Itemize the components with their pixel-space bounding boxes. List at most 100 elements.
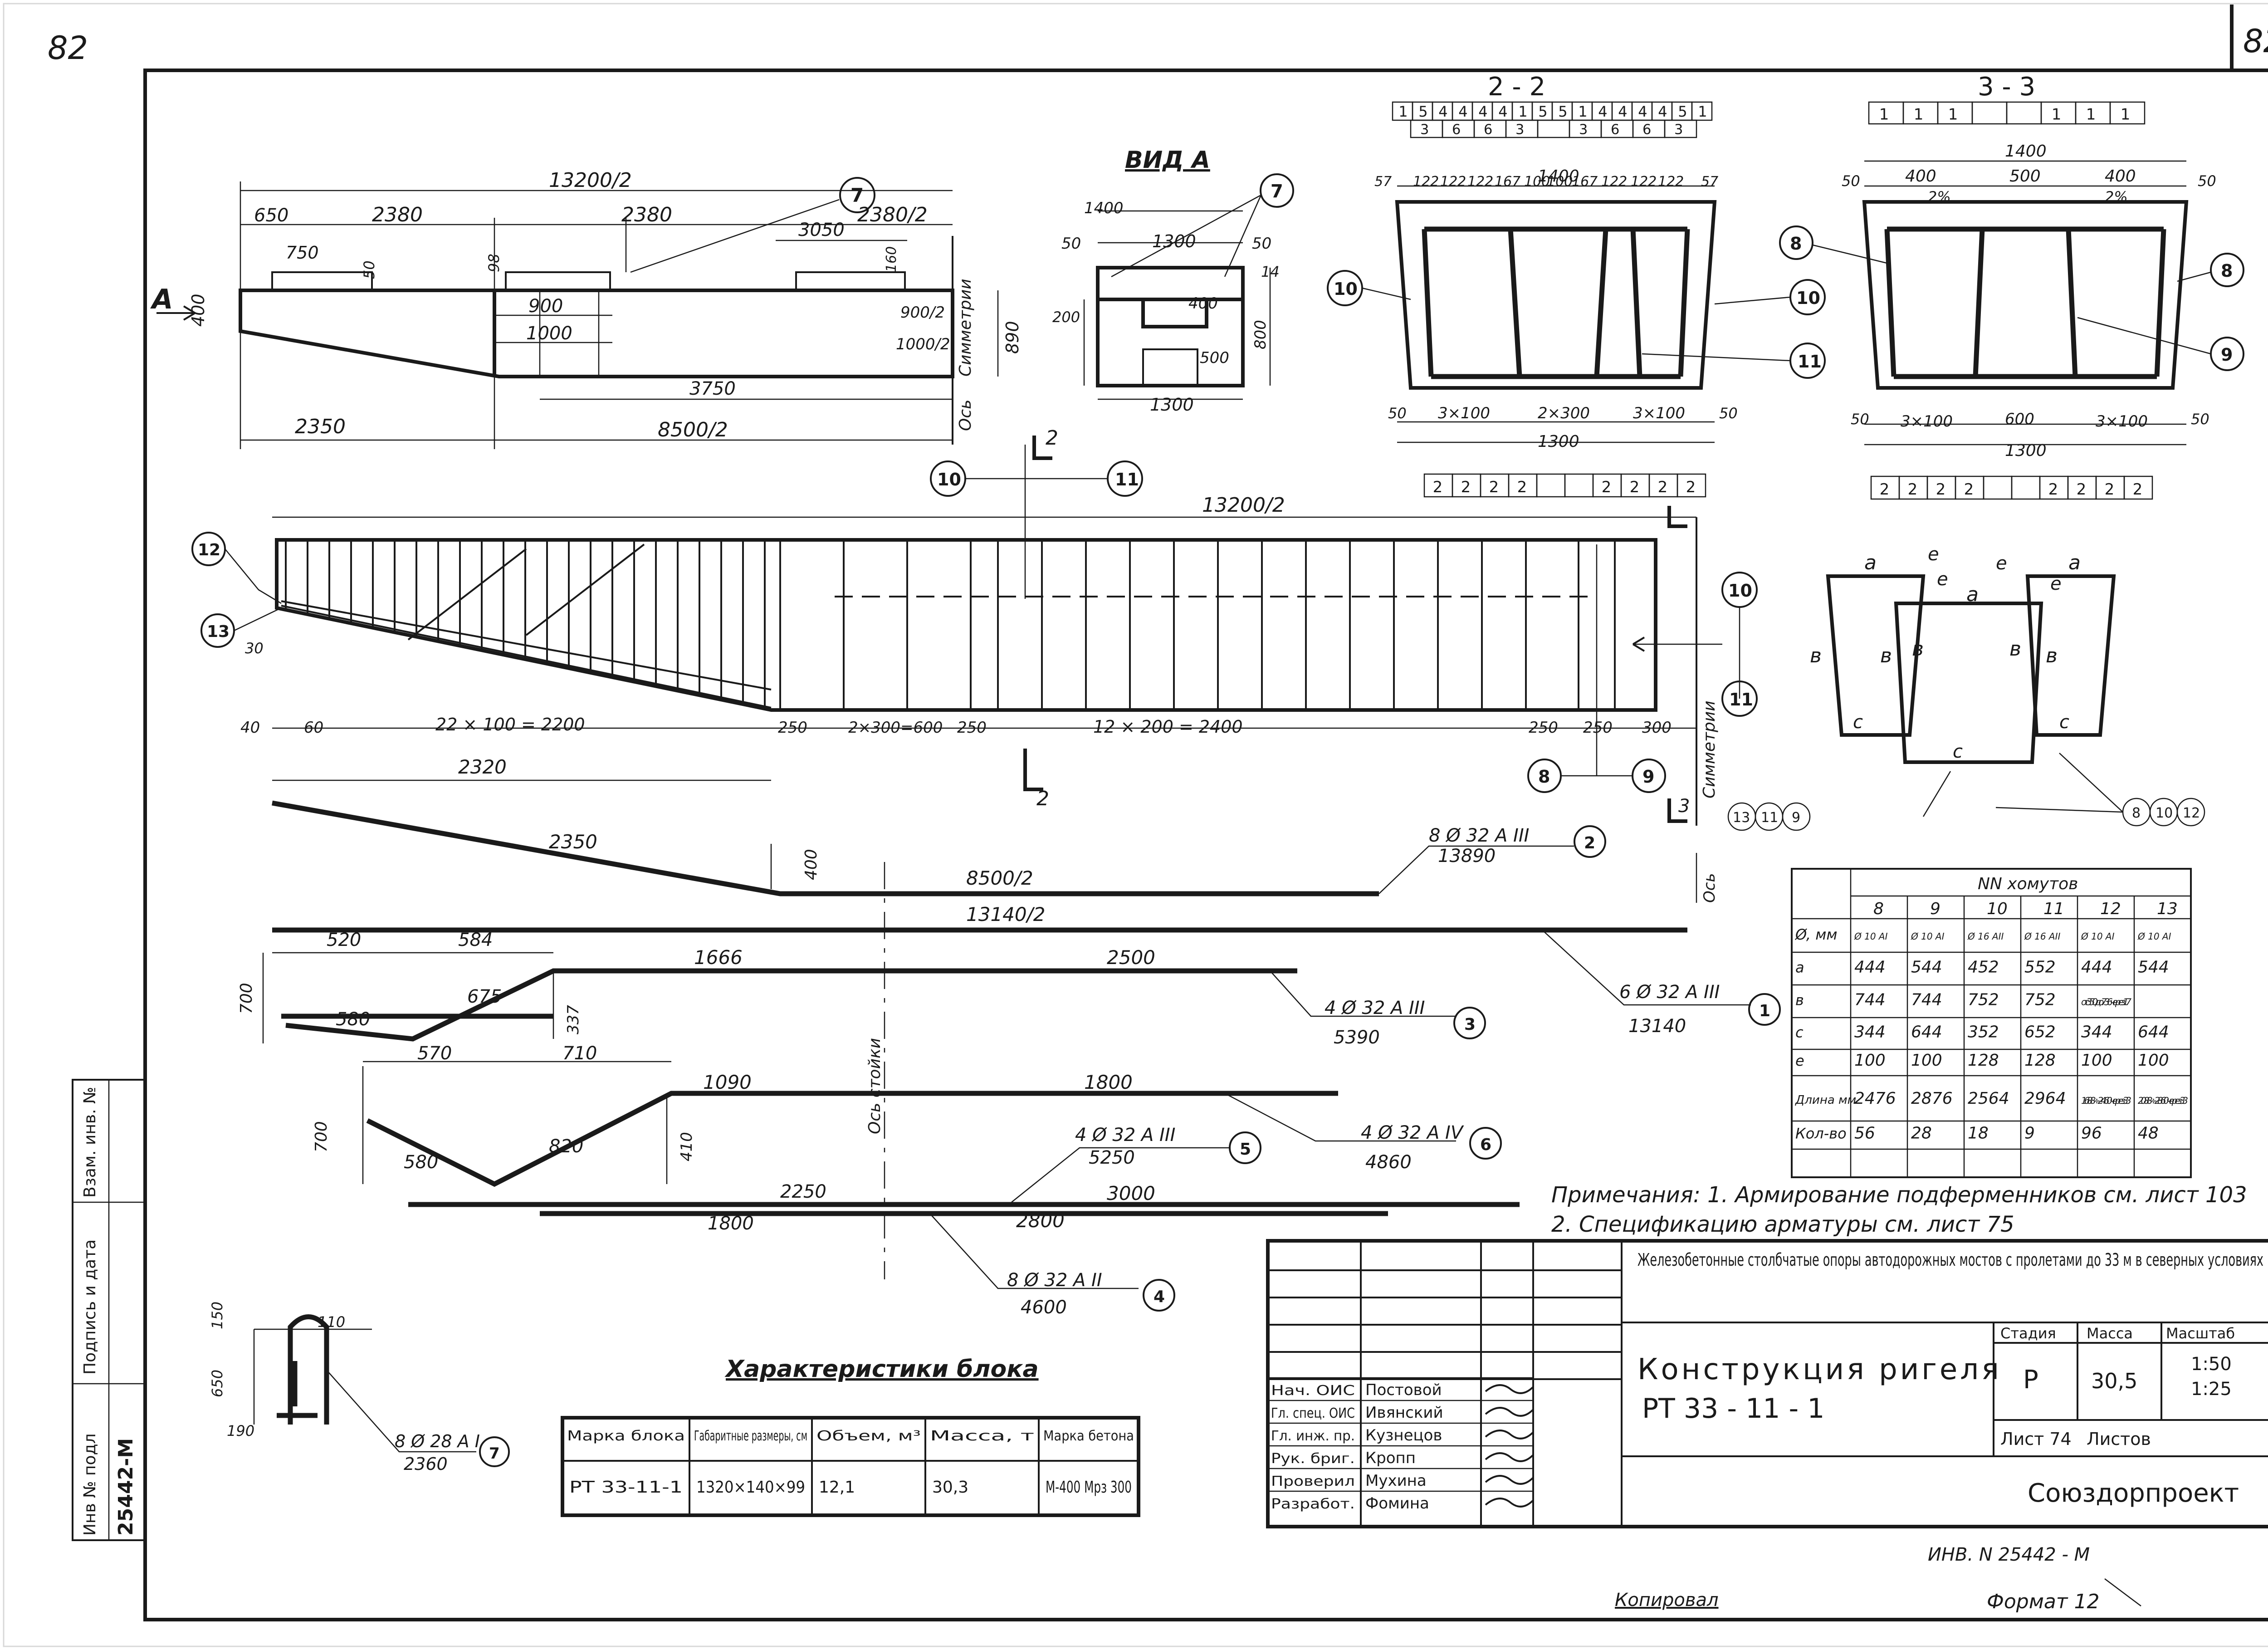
stirrup-num-13: 13 xyxy=(1733,810,1750,826)
stirrup-table-header: 11 xyxy=(2043,900,2064,918)
bar3-337: 337 xyxy=(564,1005,582,1034)
stirrup-table-cell: 2876 xyxy=(1911,1089,1953,1108)
cage-stirrups xyxy=(285,540,1616,710)
s22-dim-100a: 100 xyxy=(1524,174,1550,190)
view-a-dim-1300b: 1300 xyxy=(1150,395,1194,415)
bar6-spec: 4 Ø 32 А IV xyxy=(1361,1122,1464,1143)
elev-symmetry-label: Симметрии xyxy=(956,279,975,377)
bar7-110: 110 xyxy=(318,1313,345,1331)
section-22-dims xyxy=(1397,185,1715,443)
block-table-header: Объем, м³ xyxy=(816,1428,921,1444)
block-table-header: Габаритные размеры, см xyxy=(694,1428,807,1444)
stirrup-table-row-label: Ø, мм xyxy=(1794,926,1838,943)
bar5-num: 5 xyxy=(1240,1140,1251,1159)
s22-bottom-value: 2 xyxy=(1686,478,1696,496)
s33-dim-50a: 50 xyxy=(1842,172,1860,190)
s33-callout-8a: 8 xyxy=(1790,234,1802,254)
tb-name: Конструкция ригеля xyxy=(1637,1353,2002,1386)
stirrup-letter-e3: e xyxy=(1937,569,1948,590)
s22-bar-sub-value: 3 xyxy=(1674,122,1683,137)
s22-bottom-cell xyxy=(1564,473,1594,498)
view-a-dim-400: 400 xyxy=(1188,294,1218,313)
view-a-dim-50a: 50 xyxy=(1061,235,1081,253)
stirrup-table-cell: 344 xyxy=(2081,1023,2112,1041)
stirrup-table-cell: 444 xyxy=(2081,958,2112,977)
s33-bar-top-cell xyxy=(2006,101,2042,125)
tb-staff-name: Фомина xyxy=(1365,1494,1429,1513)
s33-dim-50c: 50 xyxy=(1851,411,1869,428)
stirrup-table-cell: 2564 xyxy=(1968,1089,2009,1108)
tb-org: Союздорпроект xyxy=(2028,1479,2239,1508)
s22-bar-top-value: 5 xyxy=(1538,103,1547,120)
tb-staff-role: Разработ. xyxy=(1271,1496,1355,1512)
tb-staff-role: Нач. ОИС xyxy=(1271,1383,1355,1399)
elev-axis-label: Ось xyxy=(956,400,975,431)
bar2-axis: Ось xyxy=(1701,873,1719,903)
block-table-value: 30,3 xyxy=(932,1478,968,1497)
seat-block-3 xyxy=(795,271,906,291)
cage-callout-8t: 8 xyxy=(1538,767,1550,787)
s33-bar-top-value: 1 xyxy=(2052,105,2062,123)
stirrup-table-row-label: Кол-во xyxy=(1795,1125,1847,1142)
bar2-num: 2 xyxy=(1584,834,1595,852)
section-33-dims xyxy=(1864,160,2186,446)
bar3-580: 580 xyxy=(336,1009,370,1030)
stirrup-table-cell: от 350 до 736 через 17 xyxy=(2081,997,2131,1008)
signature-mark xyxy=(1485,1475,1534,1485)
stirrup-table-cell: 100 xyxy=(2081,1051,2112,1070)
elev-dim-2380a: 2380 xyxy=(372,203,423,226)
s33-callout-9t: 9 xyxy=(2221,345,2233,365)
bar-6 xyxy=(366,1091,1338,1187)
view-a-outline xyxy=(1096,266,1245,387)
elev-dim-8500-2: 8500/2 xyxy=(658,418,728,441)
view-a-title: ВИД А xyxy=(1125,147,1210,174)
cage-dim-300: 300 xyxy=(1642,719,1672,737)
elev-dim-3050: 3050 xyxy=(798,220,845,240)
cage-dim-2200: 22 × 100 = 2200 xyxy=(435,715,585,734)
bar3-spec: 4 Ø 32 А III xyxy=(1325,998,1425,1018)
bar7-650: 650 xyxy=(209,1370,226,1397)
bar2-d2: 2350 xyxy=(549,831,597,853)
s22-dim-50b: 50 xyxy=(1719,405,1738,422)
tb-staff-name: Постовой xyxy=(1365,1381,1442,1399)
s22-bottom-value: 2 xyxy=(1489,478,1499,496)
bar6-580: 580 xyxy=(404,1152,438,1173)
section-33-title: 3 - 3 xyxy=(1978,72,2035,102)
s33-bar-top-cell xyxy=(2109,101,2146,125)
bar7-num: 7 xyxy=(489,1444,500,1463)
s33-bottom-value: 2 xyxy=(2133,480,2143,499)
s33-bottom-value: 2 xyxy=(1936,480,1946,499)
bar6-num: 6 xyxy=(1480,1136,1491,1154)
s22-bar-top-value: 5 xyxy=(1678,103,1687,120)
side-stamp: Взам. инв. № Подпись и дата Инв № подл 2… xyxy=(72,1079,146,1541)
tb-staff-name: Мухина xyxy=(1365,1472,1427,1490)
elev-dim-2350: 2350 xyxy=(295,415,346,438)
cage-callout-13t: 13 xyxy=(207,622,230,641)
side-stamp-signature-date: Подпись и дата xyxy=(81,1239,99,1375)
s33-bar-top-value: 1 xyxy=(2121,105,2131,123)
callout-7-elev: 7 xyxy=(850,184,864,206)
bar3-520: 520 xyxy=(327,930,361,950)
elev-dim-1000: 1000 xyxy=(526,323,572,344)
cage-callout-12t: 12 xyxy=(198,541,220,559)
stirrup-table-cell: 644 xyxy=(2138,1023,2169,1041)
s22-dim-1400: 1400 xyxy=(1538,167,1579,186)
stirrup-letter-e4: e xyxy=(2050,573,2062,594)
tb-sheet: Лист 74 xyxy=(2000,1429,2072,1449)
cage-diagonal-bars xyxy=(281,543,772,709)
outer-frame xyxy=(3,3,2268,1647)
s22-bar-top-value: 1 xyxy=(1698,103,1707,120)
elev-dim-total: 13200/2 xyxy=(549,169,632,192)
cage-callout-9t: 9 xyxy=(1642,767,1654,787)
stirrup-letter-a3: a xyxy=(1966,583,1979,606)
seat-block-1 xyxy=(271,271,373,291)
stirrup-num-12: 12 xyxy=(2183,805,2200,821)
s22-bar-top-value: 4 xyxy=(1458,103,1467,120)
stirrup-letter-a2: a xyxy=(2068,551,2081,574)
view-a-dim-200: 200 xyxy=(1052,308,1080,326)
cut3-label: 3 xyxy=(1678,796,1690,817)
s33-bottom-cell xyxy=(2123,475,2153,500)
signature-mark xyxy=(1485,1407,1534,1417)
bar1-d1: 13140/2 xyxy=(966,903,1045,925)
